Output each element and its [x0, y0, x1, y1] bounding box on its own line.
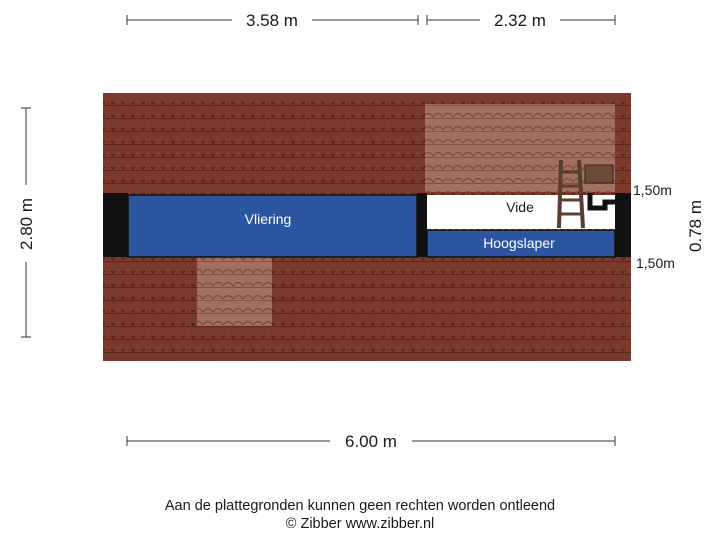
height-upper-label: 1,50m	[633, 182, 672, 198]
dimension-right: 0.78 m	[686, 200, 705, 252]
room-hoogslaper	[426, 229, 616, 258]
room-vide-label: Vide	[506, 199, 534, 215]
roof-window-upper	[425, 104, 615, 192]
room-vliering-label: Vliering	[245, 211, 292, 227]
dimension-left-label: 2.80 m	[17, 198, 36, 250]
footer-disclaimer: Aan de plattegronden kunnen geen rechten…	[164, 498, 556, 514]
dimension-top-left: 3.58 m	[126, 11, 419, 30]
dimension-bottom-label: 6.00 m	[345, 432, 397, 451]
roof-window-lower	[197, 257, 272, 326]
dimension-top-left-label: 3.58 m	[246, 11, 298, 30]
dimension-top-right: 2.32 m	[426, 11, 616, 30]
dimension-bottom: 6.00 m	[126, 432, 616, 451]
vide-railing	[587, 193, 615, 211]
wall-left	[103, 193, 128, 257]
room-hoogslaper-label: Hoogslaper	[483, 235, 555, 251]
room-vliering	[127, 194, 418, 258]
ladder-icon	[557, 159, 614, 229]
dimension-left: 2.80 m	[17, 107, 36, 338]
dimension-top-right-label: 2.32 m	[494, 11, 546, 30]
footer-copyright: © Zibber www.zibber.nl	[285, 516, 435, 532]
wall-middle	[417, 193, 427, 257]
dimension-right-label: 0.78 m	[686, 200, 705, 252]
wall-right	[615, 193, 631, 257]
height-lower-label: 1,50m	[636, 255, 675, 271]
